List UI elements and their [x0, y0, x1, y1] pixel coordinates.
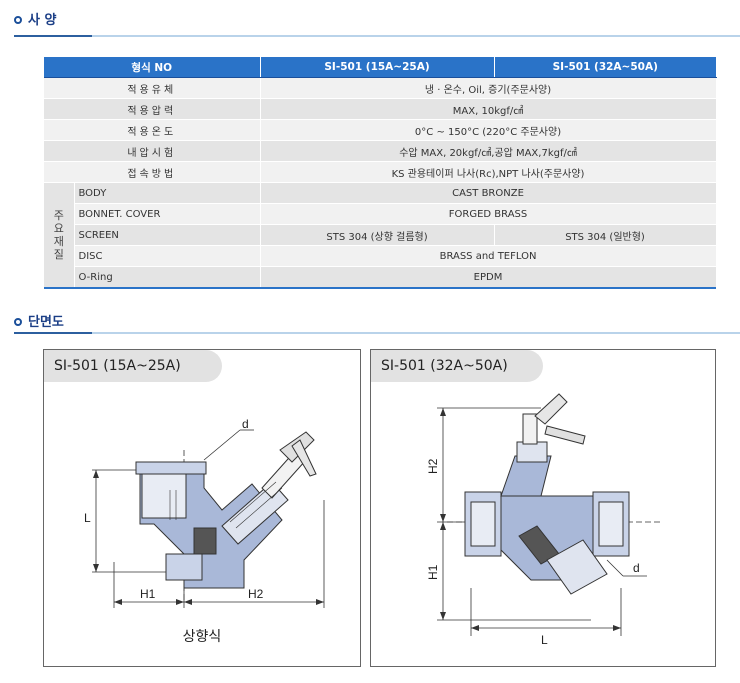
- dim-label-H2: H2: [248, 587, 264, 601]
- spec-title-rule: [14, 35, 740, 37]
- bullet-icon: [14, 317, 22, 326]
- material-value-large: STS 304 (일반형): [494, 224, 717, 246]
- dim-label-d: d: [633, 561, 640, 575]
- material-part: O-Ring: [74, 266, 261, 288]
- spec-section-title: 사 양: [14, 9, 56, 28]
- material-group-char: 요: [53, 222, 64, 235]
- table-row: 적용유체 냉 · 온수, Oil, 증기(주문사양): [44, 77, 717, 99]
- section-title-rule: [14, 332, 740, 334]
- material-value-small: STS 304 (상향 걸름형): [260, 224, 495, 246]
- material-group-char: 주: [53, 209, 64, 222]
- material-value: BRASS and TEFLON: [260, 245, 717, 267]
- material-part: SCREEN: [74, 224, 261, 246]
- table-row: BONNET. COVER FORGED BRASS: [44, 203, 717, 225]
- table-row: 내압시험 수압 MAX, 20kgf/㎠,공압 MAX,7kgf/㎠: [44, 140, 717, 162]
- dim-label-H1: H1: [140, 587, 156, 601]
- bullet-icon: [14, 15, 22, 24]
- table-row: 적용온도 0°C ~ 150°C (220°C 주문사양): [44, 119, 717, 141]
- material-part: BODY: [74, 182, 261, 204]
- drawing-title-tab: SI-501 (15A~25A): [44, 350, 222, 382]
- table-row: SCREEN STS 304 (상향 걸름형) STS 304 (일반형): [44, 224, 717, 246]
- material-group-char: 질: [53, 248, 64, 261]
- section-drawing-title: 단면도: [14, 311, 64, 330]
- table-row: DISC BRASS and TEFLON: [44, 245, 717, 267]
- row-value: KS 관용테이퍼 나사(Rc),NPT 나사(주문사양): [260, 161, 717, 183]
- section-title-text: 단면도: [28, 315, 64, 330]
- table-header-row: 형식 NO SI-501 (15A~25A) SI-501 (32A~50A): [44, 57, 717, 78]
- row-value: 냉 · 온수, Oil, 증기(주문사양): [260, 77, 717, 99]
- spec-table: 형식 NO SI-501 (15A~25A) SI-501 (32A~50A) …: [44, 57, 717, 288]
- row-value: 0°C ~ 150°C (220°C 주문사양): [260, 119, 717, 141]
- table-row: 적용압력 MAX, 10kgf/㎠: [44, 98, 717, 120]
- drawing-panel-large: SI-501 (32A~50A): [370, 349, 716, 667]
- row-value: MAX, 10kgf/㎠: [260, 98, 717, 120]
- drawing-title-tab: SI-501 (32A~50A): [371, 350, 543, 382]
- dim-label-H2: H2: [426, 458, 440, 474]
- dim-label-H1: H1: [426, 564, 440, 580]
- dim-label-d: d: [242, 417, 249, 431]
- material-group-label: 주 요 재 질: [44, 182, 75, 288]
- spec-title-text: 사 양: [28, 13, 57, 28]
- material-group-char: 재: [53, 235, 64, 248]
- drawing-panel-small: SI-501 (15A~25A): [43, 349, 361, 667]
- header-model-small: SI-501 (15A~25A): [260, 57, 495, 78]
- drawing-caption: 상향식: [182, 629, 222, 645]
- table-row: 주 요 재 질 BODY CAST BRONZE: [44, 182, 717, 288]
- table-bottom-rule: [44, 287, 716, 289]
- row-label: 적용압력: [44, 98, 261, 120]
- row-label: 적용온도: [44, 119, 261, 141]
- header-model-no: 형식 NO: [44, 57, 261, 78]
- table-row: 접속방법 KS 관용테이퍼 나사(Rc),NPT 나사(주문사양): [44, 161, 717, 183]
- header-model-large: SI-501 (32A~50A): [494, 57, 717, 78]
- material-value: FORGED BRASS: [260, 203, 717, 225]
- material-part: BONNET. COVER: [74, 203, 261, 225]
- row-value: 수압 MAX, 20kgf/㎠,공압 MAX,7kgf/㎠: [260, 140, 717, 162]
- row-label: 내압시험: [44, 140, 261, 162]
- row-label: 접속방법: [44, 161, 261, 183]
- valve-cross-section-small: d L H1 H2: [84, 417, 325, 608]
- valve-cross-section-large: H2 H1 d L: [426, 393, 661, 647]
- table-row: O-Ring EPDM: [44, 266, 717, 288]
- dim-label-L: L: [84, 511, 91, 525]
- material-value: CAST BRONZE: [260, 182, 717, 204]
- row-label: 적용유체: [44, 77, 261, 99]
- material-part: DISC: [74, 245, 261, 267]
- material-value: EPDM: [260, 266, 717, 288]
- dim-label-L: L: [541, 633, 548, 647]
